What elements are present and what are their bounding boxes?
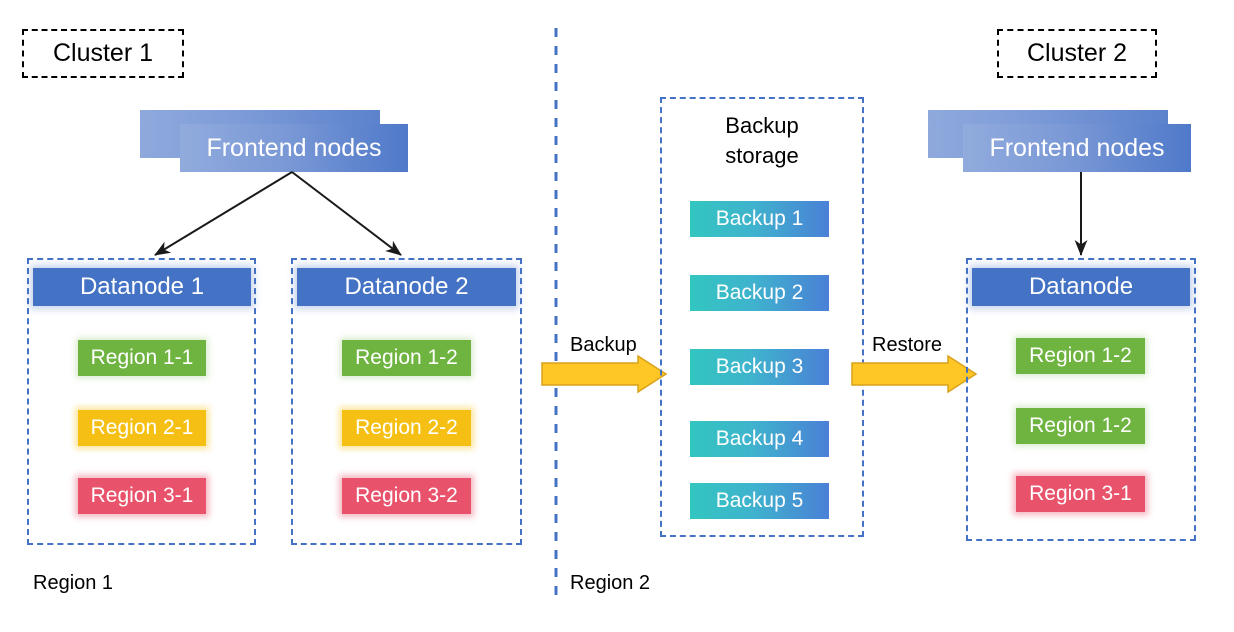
frontend-nodes-1-label: Frontend nodes bbox=[206, 133, 382, 162]
region-chip[interactable]: Region 3-2 bbox=[342, 478, 471, 514]
backup-item-label: Backup 2 bbox=[715, 281, 804, 304]
cluster-2-label: Cluster 2 bbox=[1026, 39, 1128, 67]
region-label: Region 3-1 bbox=[1029, 482, 1132, 505]
frontend-nodes-2[interactable]: Frontend nodes bbox=[963, 124, 1191, 172]
region-chip[interactable]: Region 1-2 bbox=[342, 340, 471, 376]
backup-item[interactable]: Backup 3 bbox=[690, 349, 829, 385]
backup-item-label: Backup 3 bbox=[715, 355, 804, 378]
backup-item[interactable]: Backup 5 bbox=[690, 483, 829, 519]
region-chip[interactable]: Region 3-1 bbox=[78, 478, 206, 514]
backup-item-label: Backup 1 bbox=[715, 207, 804, 230]
backup-item[interactable]: Backup 1 bbox=[690, 201, 829, 237]
region-chip[interactable]: Region 3-1 bbox=[1016, 476, 1145, 512]
datanode-2-title: Datanode 2 bbox=[344, 273, 469, 300]
backup-storage-title-line2: storage bbox=[725, 143, 799, 168]
cluster-1-label: Cluster 1 bbox=[52, 39, 154, 67]
backup-flow-label-text: Backup bbox=[570, 334, 637, 356]
region-chip[interactable]: Region 2-1 bbox=[78, 410, 206, 446]
datanode-1-header[interactable]: Datanode 1 bbox=[33, 268, 251, 306]
datanode-1-container bbox=[27, 258, 256, 545]
region-label: Region 3-2 bbox=[355, 484, 458, 507]
backup-storage-container bbox=[660, 97, 864, 537]
region-2-label-text: Region 2 bbox=[570, 572, 651, 594]
region-label: Region 2-2 bbox=[355, 416, 458, 439]
arrow-frontend-to-datanode-2 bbox=[291, 171, 402, 256]
region-label: Region 1-2 bbox=[355, 346, 458, 369]
backup-item[interactable]: Backup 4 bbox=[690, 421, 829, 457]
backup-storage-title-line1: Backup bbox=[725, 113, 799, 138]
backup-arrow-shape bbox=[541, 354, 668, 394]
cluster-1-chip: Cluster 1 bbox=[22, 29, 184, 78]
datanode-3-container bbox=[966, 258, 1196, 541]
backup-item[interactable]: Backup 2 bbox=[690, 275, 829, 311]
restore-flow-label: Restore bbox=[872, 334, 942, 357]
cluster-2-chip: Cluster 2 bbox=[997, 29, 1157, 78]
backup-item-label: Backup 5 bbox=[715, 489, 804, 512]
region-label: Region 1-1 bbox=[90, 346, 194, 369]
restore-arrow-shape bbox=[851, 354, 978, 394]
region-label: Region 1-2 bbox=[1029, 414, 1132, 437]
region-chip[interactable]: Region 1-1 bbox=[78, 340, 206, 376]
restore-flow-label-text: Restore bbox=[872, 334, 943, 356]
backup-item-label: Backup 4 bbox=[715, 427, 804, 450]
datanode-3-header[interactable]: Datanode bbox=[972, 268, 1190, 306]
backup-flow-arrow bbox=[541, 354, 668, 394]
region-1-label-text: Region 1 bbox=[33, 572, 114, 594]
region-chip[interactable]: Region 2-2 bbox=[342, 410, 471, 446]
region-label: Region 3-1 bbox=[90, 484, 194, 507]
arrow-frontend-to-datanode-1 bbox=[154, 171, 293, 256]
backup-flow-label: Backup bbox=[570, 334, 637, 357]
region-label: Region 2-1 bbox=[90, 416, 194, 439]
datanode-1-title: Datanode 1 bbox=[79, 273, 205, 300]
datanode-3-title: Datanode bbox=[1028, 273, 1134, 300]
region-label: Region 1-2 bbox=[1029, 344, 1132, 367]
restore-flow-arrow bbox=[851, 354, 978, 394]
region-chip[interactable]: Region 1-2 bbox=[1016, 408, 1145, 444]
region-1-label: Region 1 bbox=[33, 572, 113, 595]
frontend-nodes-1[interactable]: Frontend nodes bbox=[180, 124, 408, 172]
region-chip[interactable]: Region 1-2 bbox=[1016, 338, 1145, 374]
backup-storage-title: Backup storage bbox=[660, 111, 864, 171]
datanode-2-container bbox=[291, 258, 522, 545]
frontend-nodes-2-label: Frontend nodes bbox=[989, 133, 1165, 162]
datanode-2-header[interactable]: Datanode 2 bbox=[297, 268, 516, 306]
region-2-label: Region 2 bbox=[570, 572, 650, 595]
